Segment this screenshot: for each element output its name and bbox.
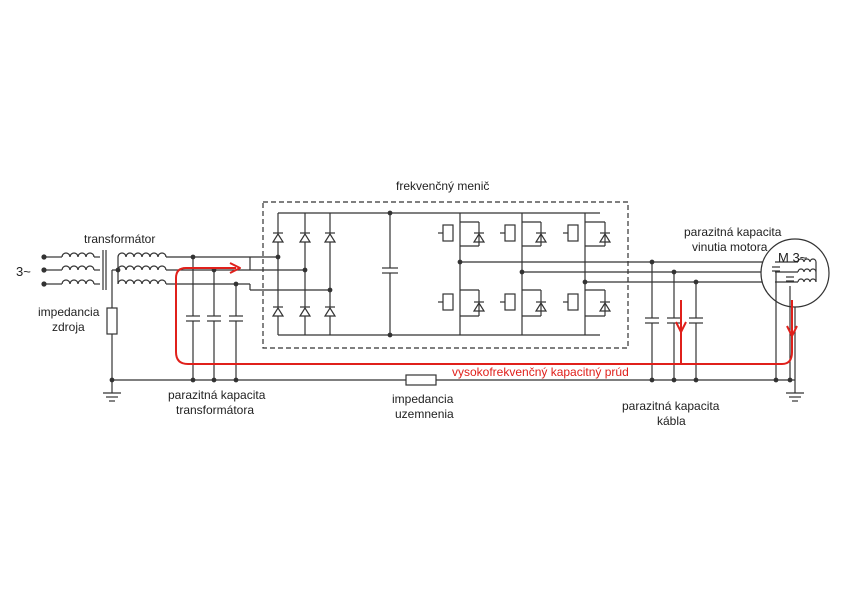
three-phase-source-label: 3~ [16, 264, 31, 279]
ground-impedance-label-2: uzemnenia [395, 407, 454, 421]
inverter-bridge [438, 213, 775, 335]
converter-label: frekvenčný menič [396, 179, 489, 193]
source-impedance-label-1: impedancia [38, 305, 100, 319]
ground-impedance-label-1: impedancia [392, 392, 454, 406]
transformer-capacitances [186, 254, 243, 383]
motor-symbol: M 3~ [778, 250, 808, 265]
motor-capacitance-label-2: vinutia motora [692, 240, 768, 254]
source-impedance-label-2: zdroja [52, 320, 85, 334]
rectifier-bridge [271, 212, 390, 336]
transformer-capacitance-label-1: parazitná kapacita [168, 388, 266, 402]
source-coils [61, 250, 107, 290]
converter-boundary [262, 201, 629, 349]
hf-current-path [175, 262, 798, 365]
three-phase-source [41, 254, 62, 287]
transformer-label: transformátor [84, 232, 155, 246]
motor [760, 238, 830, 402]
transformer-secondary [115, 252, 330, 291]
hf-current-label: vysokofrekvenčný kapacitný prúd [452, 365, 629, 379]
dc-link-capacitor [382, 210, 600, 338]
cable-capacitance-label-1: parazitná kapacita [622, 399, 720, 413]
ground-rail [112, 374, 795, 386]
motor-capacitance-label-1: parazitná kapacita [684, 225, 782, 239]
transformer-capacitance-label-2: transformátora [176, 403, 254, 417]
cable-capacitance-label-2: kábla [657, 414, 686, 428]
cable-capacitances [645, 259, 703, 383]
source-impedance [103, 269, 121, 402]
